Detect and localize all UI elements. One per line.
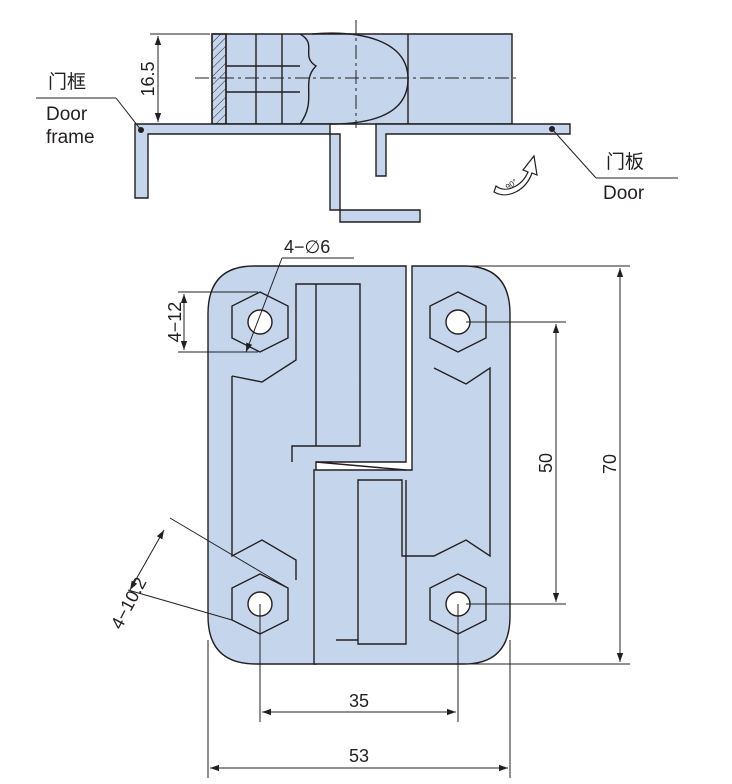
rotation-arrow-icon: 90°	[493, 154, 538, 196]
dim-hex-flat: 4−12	[165, 302, 185, 343]
right-leaf-rib	[357, 366, 491, 645]
front-dimensions	[127, 257, 630, 778]
frame-label-en-2: frame	[46, 127, 95, 148]
dim-overall-width: 53	[349, 746, 369, 766]
dim-height-side	[150, 33, 210, 125]
frame-label-en-1: Door	[46, 104, 88, 125]
side-view	[134, 20, 571, 223]
dim-hole-dia: 4−∅6	[284, 237, 330, 257]
door-frame-profile	[134, 123, 421, 223]
front-view	[207, 265, 511, 665]
hatch-left	[211, 33, 227, 125]
dim-hex-corner: 4−10.2	[107, 574, 151, 632]
door-label: 门板 Door	[551, 128, 678, 204]
left-leaf	[207, 265, 407, 665]
frame-label-cn: 门框	[48, 71, 86, 93]
dim-overall-height: 70	[600, 454, 620, 474]
door-label-cn: 门板	[606, 151, 644, 173]
dim-hole-h-spacing: 35	[349, 691, 369, 711]
door-label-en: Door	[603, 183, 645, 204]
hex-nut-top-left	[231, 291, 289, 353]
door-profile	[375, 123, 571, 177]
side-hinge-body	[211, 33, 513, 125]
frame-label: 门框 Door frame	[36, 71, 142, 148]
right-leaf	[313, 265, 511, 665]
dim-hole-v-spacing: 50	[536, 453, 556, 473]
dim-height-side-text: 16.5	[138, 61, 158, 96]
